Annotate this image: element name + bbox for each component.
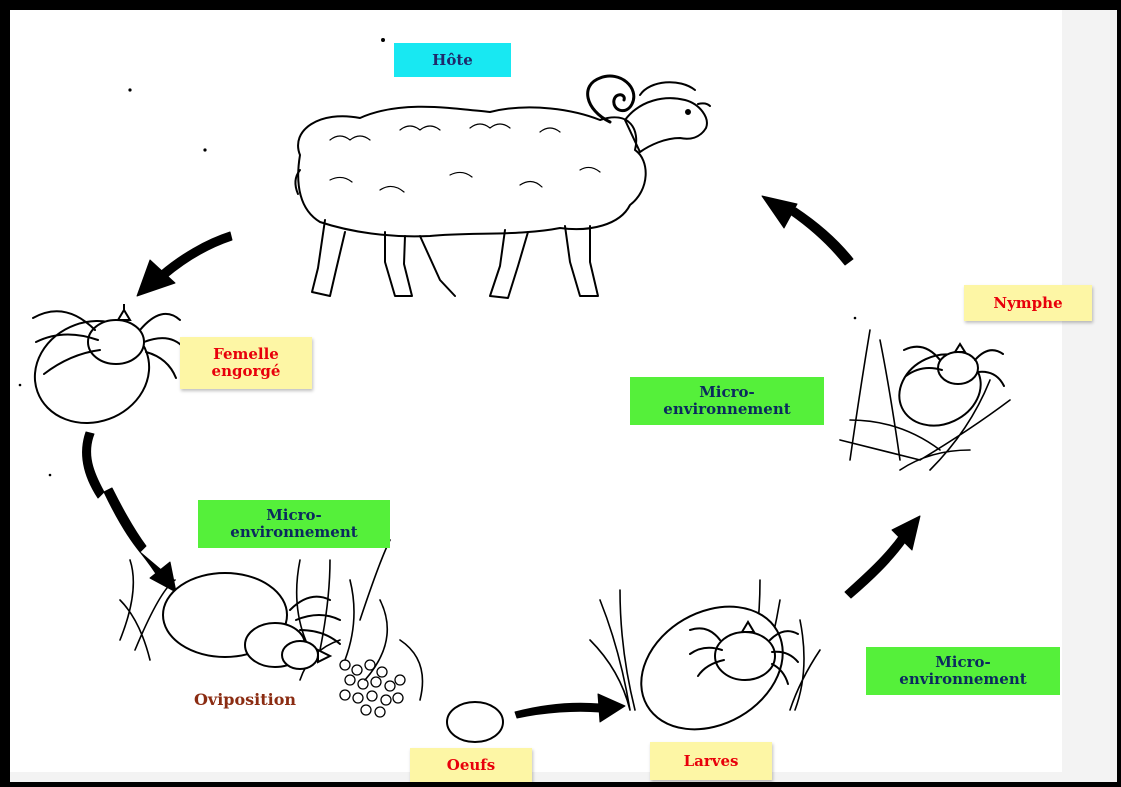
larva-tick xyxy=(589,579,821,731)
larvae-label: Larves xyxy=(650,742,772,780)
cycle-arrows xyxy=(82,195,921,723)
engorged-female-tick xyxy=(32,304,185,425)
arrow-female-to-oviposition xyxy=(82,431,105,499)
micro-environment-label-nymph: Micro- environnement xyxy=(630,377,824,425)
arrow-host-to-female xyxy=(159,231,233,279)
host-label: Hôte xyxy=(394,43,511,77)
oviposition-tick xyxy=(119,539,424,718)
sheep-illustration xyxy=(294,74,711,299)
engorged-female-label: Femelle engorgé xyxy=(180,337,312,389)
eggs-label: Oeufs xyxy=(410,748,532,782)
arrow-larvae-to-nymph xyxy=(844,534,907,599)
nymph-tick xyxy=(839,329,1011,471)
micro-environment-label-oviposition: Micro- environnement xyxy=(198,500,390,548)
micro-environment-label-larvae: Micro- environnement xyxy=(866,647,1060,695)
scan-specks xyxy=(18,38,857,477)
arrow-nymph-to-host xyxy=(789,207,854,266)
nymph-label: Nymphe xyxy=(964,285,1092,321)
egg xyxy=(446,701,504,743)
oviposition-label: Oviposition xyxy=(160,686,330,712)
arrow-eggs-to-larvae xyxy=(514,702,601,719)
